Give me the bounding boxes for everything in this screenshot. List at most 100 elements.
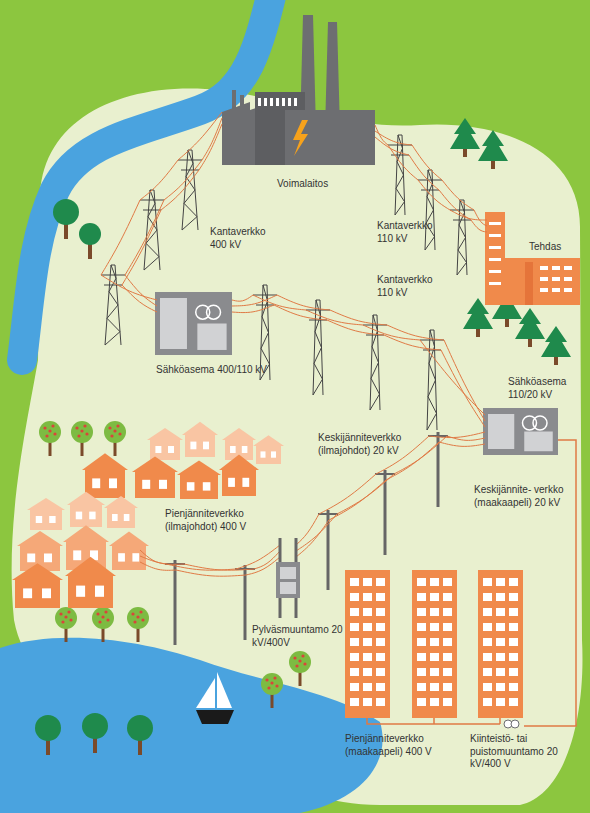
house-window [95, 586, 104, 597]
power-line [296, 514, 319, 545]
power-line [412, 145, 442, 180]
building-window [509, 578, 518, 586]
power-line [140, 160, 178, 200]
house-window [187, 482, 195, 490]
power-line [178, 112, 222, 160]
building-window [509, 683, 518, 691]
plant-window [288, 98, 291, 106]
apple [51, 424, 54, 427]
transformer-symbol [533, 416, 547, 430]
building-window [496, 698, 505, 706]
house-roof [104, 496, 138, 508]
apple [77, 434, 80, 437]
plant-window [276, 98, 279, 106]
pylon-legs [395, 135, 405, 215]
house-body [107, 508, 135, 528]
building-window [350, 698, 359, 706]
building-body [412, 570, 457, 718]
house-window [36, 516, 42, 523]
building-window [509, 698, 518, 706]
house-window [271, 451, 276, 457]
house-window [112, 514, 118, 521]
power-line [122, 210, 161, 285]
house-window [190, 442, 196, 450]
building-window [443, 623, 452, 631]
pole-post [244, 565, 247, 640]
house-window [73, 550, 81, 560]
power-line [442, 180, 474, 210]
pine-tree [450, 118, 480, 157]
building-window [483, 608, 492, 616]
apple [139, 610, 142, 613]
building-window [509, 668, 518, 676]
building-window [363, 593, 372, 601]
apple [59, 612, 62, 615]
building-window [443, 593, 452, 601]
building-window [417, 653, 426, 661]
building-window [509, 608, 518, 616]
building-window [363, 698, 372, 706]
house-window [92, 478, 100, 488]
house [182, 422, 218, 457]
apple [131, 612, 134, 615]
building-window [363, 683, 372, 691]
power-line [140, 556, 184, 564]
power-line [277, 295, 330, 310]
house-roof [109, 532, 149, 546]
building-window [509, 653, 518, 661]
house-window [118, 553, 125, 561]
apple-tree [104, 421, 126, 456]
building-window [483, 638, 492, 646]
apple [293, 656, 296, 659]
substation-panel [160, 298, 187, 349]
grid-label: Sähköasema 110/20 kV [508, 376, 578, 401]
house-window [242, 446, 248, 453]
building-window [496, 668, 505, 676]
factory-window [489, 270, 501, 273]
building-window [430, 638, 439, 646]
pylon-bracing [395, 135, 405, 215]
power-line [439, 442, 485, 446]
house [82, 453, 128, 498]
apple [101, 615, 104, 618]
building-window [376, 578, 385, 586]
tree-trunk [476, 328, 480, 337]
house-body [30, 510, 62, 530]
building-window [376, 698, 385, 706]
building-window [496, 593, 505, 601]
apple [267, 686, 270, 689]
apple [113, 429, 116, 432]
pole-post [174, 560, 177, 645]
apple [116, 424, 119, 427]
building-window [417, 698, 426, 706]
building-window [443, 608, 452, 616]
pylon-legs [313, 300, 323, 395]
tree-crown [541, 326, 571, 357]
house-window [203, 482, 211, 490]
building-window [430, 608, 439, 616]
apple-tree [261, 673, 283, 708]
transformer-box [276, 562, 300, 598]
plant-window [294, 98, 297, 106]
tree-trunk [505, 318, 509, 327]
house-roof [182, 422, 218, 435]
house-body [222, 470, 256, 496]
tree-crown [39, 421, 61, 443]
house-window [109, 478, 117, 488]
tree-crown [127, 715, 153, 741]
apple [85, 432, 88, 435]
substation [155, 292, 232, 355]
house-window [76, 512, 82, 520]
pylon-legs [370, 315, 380, 410]
power-pole [165, 560, 185, 645]
tree-crown [515, 308, 545, 339]
power-line [246, 557, 280, 575]
house-window [203, 442, 209, 450]
power-line [101, 275, 157, 300]
chimney [232, 90, 236, 110]
house-window [44, 554, 52, 563]
apple-tree [127, 607, 149, 642]
apple [64, 615, 67, 618]
